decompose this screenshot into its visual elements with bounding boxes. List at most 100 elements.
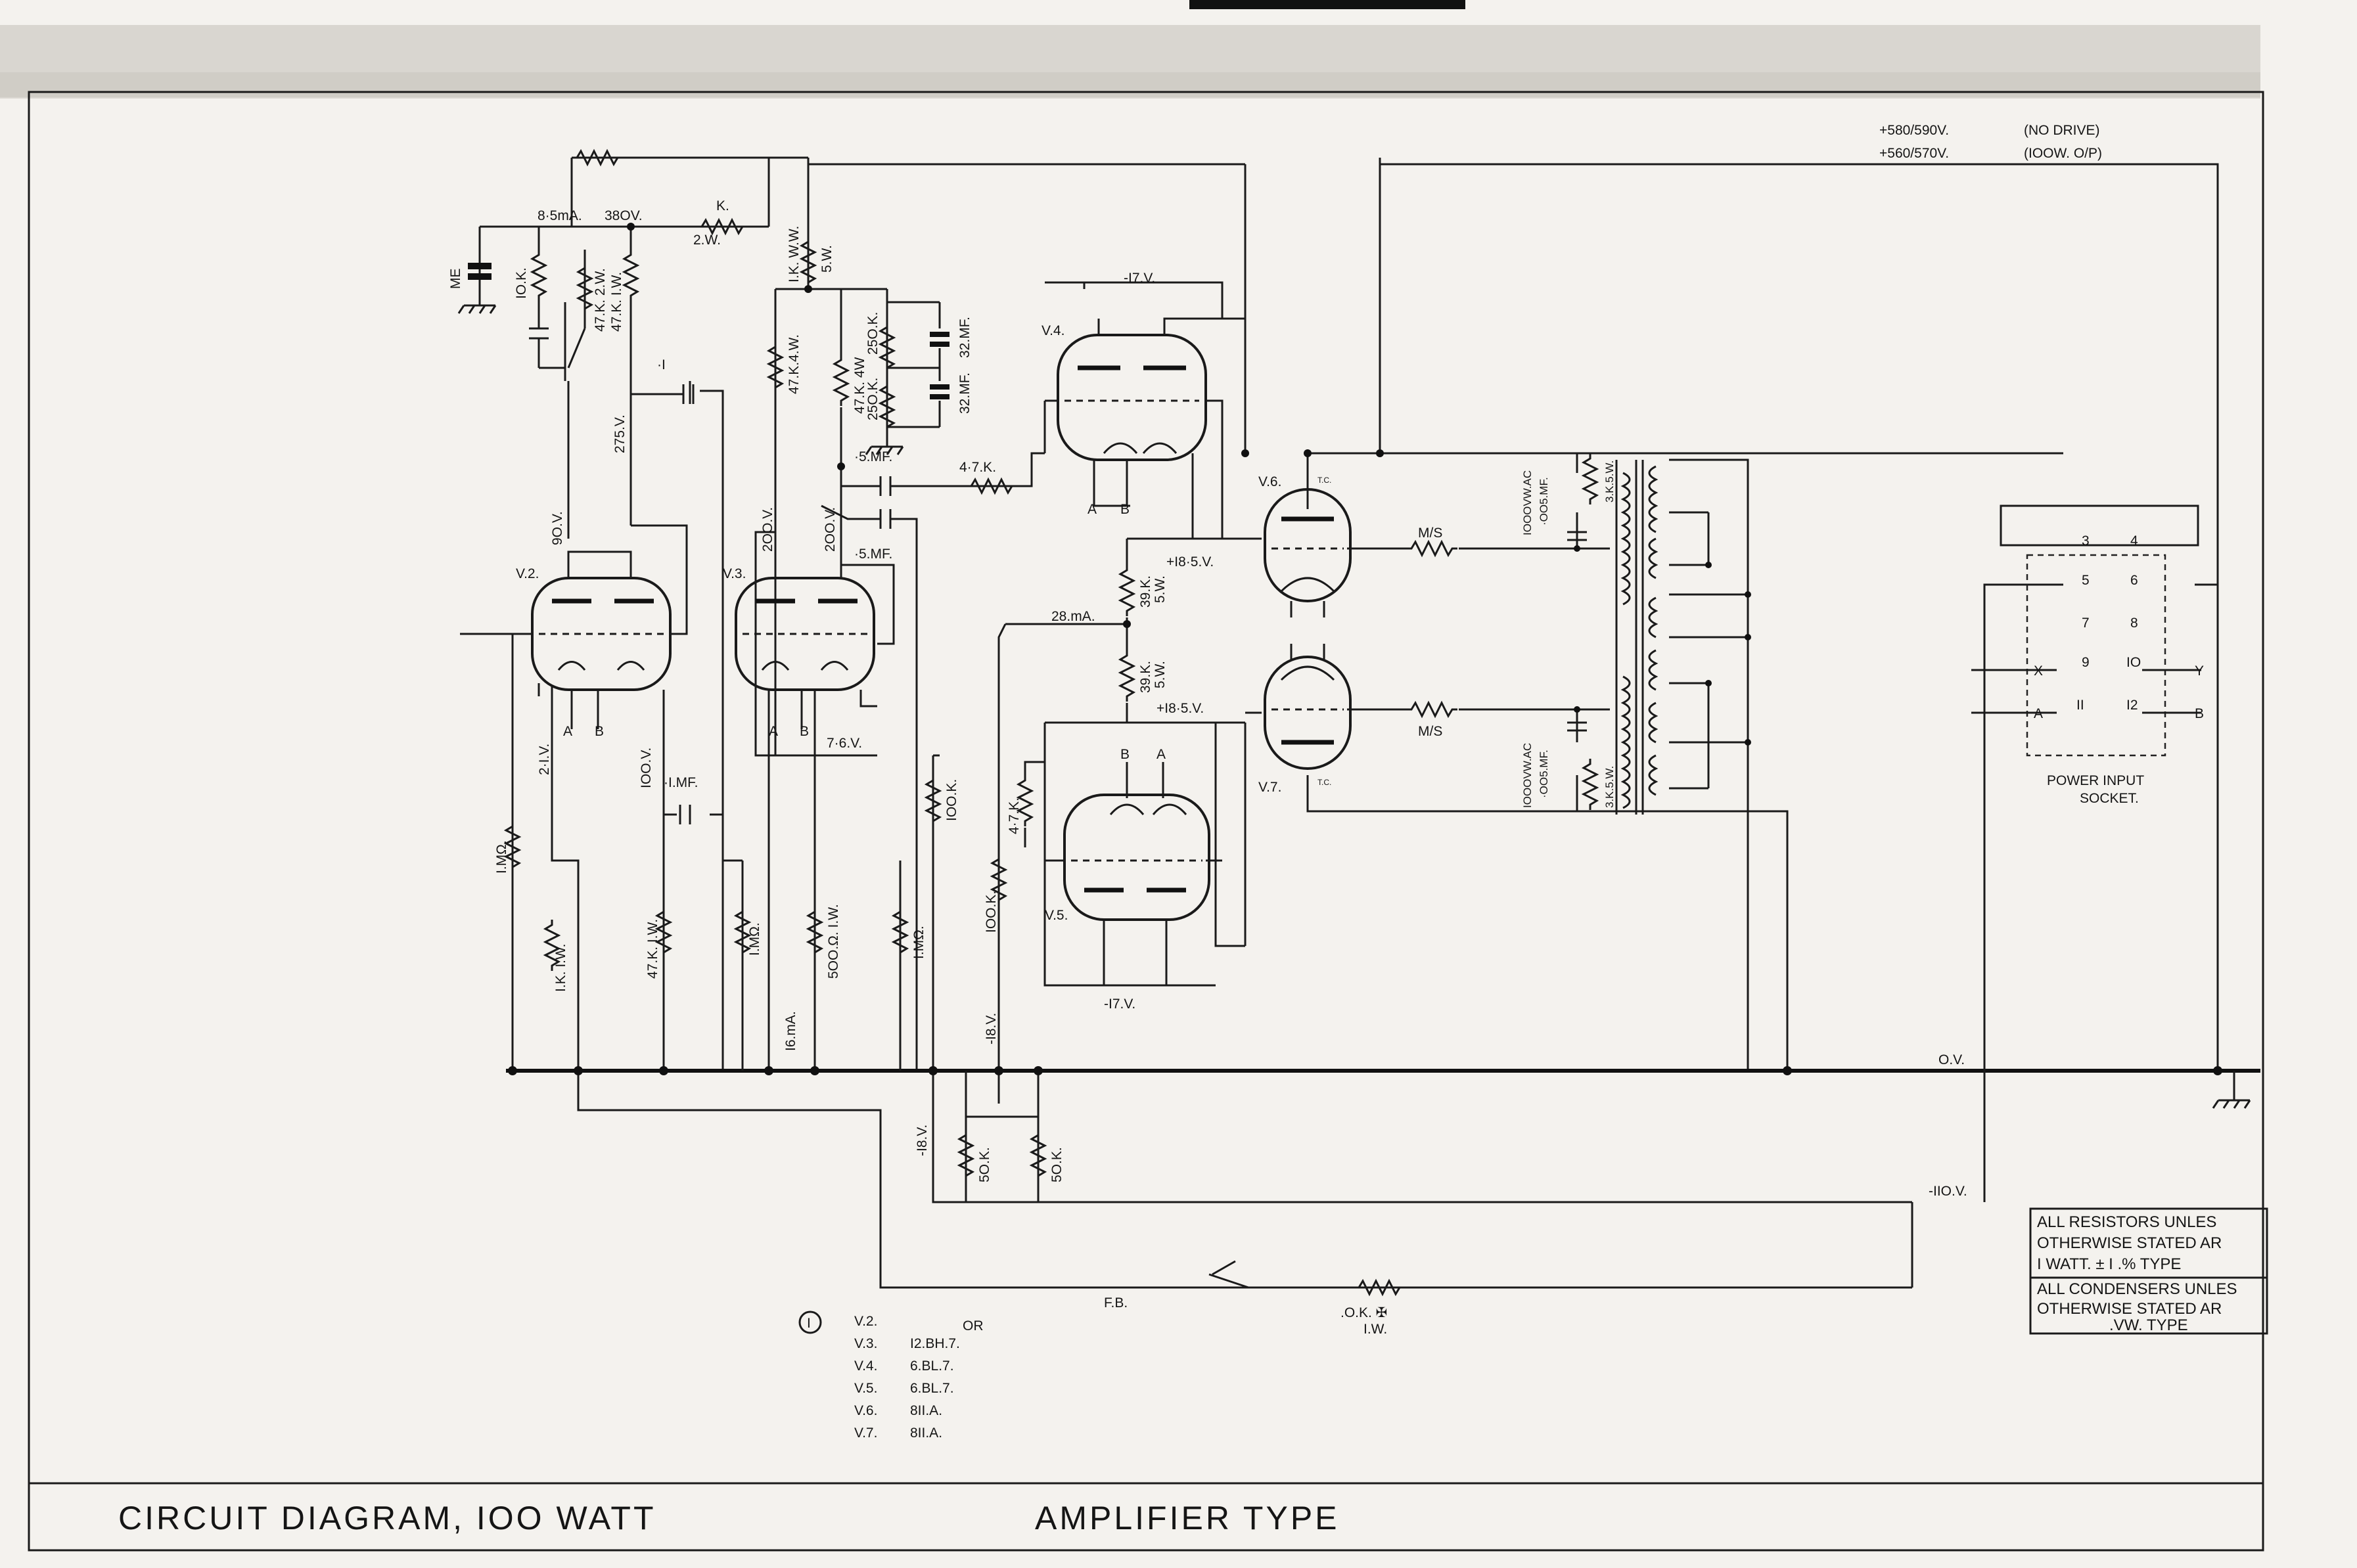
label-v3: V.3. <box>723 566 746 581</box>
label-neg-18-a: -I8.V. <box>984 1013 999 1044</box>
socket-y: Y <box>2195 663 2204 679</box>
capacitors <box>457 263 2251 1109</box>
label-r-250k-a: 25O.K. <box>865 312 881 355</box>
label-r-39k-b-w: 5.W. <box>1153 661 1168 688</box>
label-current-top: 8·5mA. <box>538 208 582 223</box>
label-me: ME <box>448 269 463 290</box>
label-r-50k-b: 5O.K. <box>1049 1147 1064 1182</box>
label-r-47k-4w-b: 47.K. 4W <box>852 357 867 414</box>
label-ms-b: M/S <box>1418 724 1442 739</box>
supply-full-output: +560/570V. <box>1879 146 1949 161</box>
label-k-2w: K. <box>716 198 729 213</box>
socket-pin: 8 <box>2130 616 2138 631</box>
supply-no-drive: +580/590V. <box>1879 123 1949 138</box>
socket-b: B <box>2195 706 2204 721</box>
page-frame <box>28 91 2264 1552</box>
label-r-100k-b: IOO.K. <box>984 891 999 933</box>
label-current-16: I6.mA. <box>783 1011 798 1051</box>
label-cap-1mf: ·I.MF. <box>664 775 698 790</box>
label-k-2w-b: 2.W. <box>693 233 721 248</box>
socket-pin: 7 <box>2082 616 2090 631</box>
socket-pin: 9 <box>2082 655 2090 670</box>
label-c-32mf-b: 32.MF. <box>957 372 973 414</box>
label-neg-17-top: -I7.V. <box>1124 271 1155 286</box>
socket-pin: 6 <box>2130 573 2138 588</box>
valve-row-type: 8II.A. <box>910 1403 942 1418</box>
label-v2-pin-a: A <box>563 724 572 739</box>
tube-v3 <box>735 532 875 729</box>
valve-table-header: OR <box>963 1318 984 1333</box>
supply-full-output-tag: (IOOW. O/P) <box>2024 146 2102 161</box>
label-v7: V.7. <box>1258 780 1281 795</box>
tube-v7 <box>1264 644 1352 770</box>
label-r-50k-a: 5O.K. <box>977 1147 992 1182</box>
valve-row-name: V.6. <box>854 1403 877 1418</box>
label-v3-pin-b: B <box>800 724 809 739</box>
label-neg-18-b: -I8.V. <box>915 1125 930 1156</box>
label-r-1k-ww: I.K. W.W. <box>787 226 802 282</box>
socket-pin: II <box>2076 698 2084 713</box>
label-volt-7-6: 7·6.V. <box>827 736 862 751</box>
valve-table-marker: I <box>807 1316 811 1331</box>
junctions <box>508 223 2222 1075</box>
socket-a: A <box>2034 706 2043 721</box>
label-r-3k-top: 3.K.5.W. <box>1603 460 1616 503</box>
label-c-32mf-a: 32.MF. <box>957 317 973 358</box>
tube-v6 <box>1264 488 1352 617</box>
label-neg-110: -IIO.V. <box>1929 1184 1967 1199</box>
label-r-10k: IO.K. <box>514 267 529 299</box>
label-v6-tc: T.C. <box>1317 476 1331 485</box>
label-r-100k-a: IOO.K. <box>944 779 959 821</box>
label-v5: V.5. <box>1045 908 1068 923</box>
label-r-fb: .O.K. ✠ <box>1340 1305 1387 1320</box>
title-left: CIRCUIT DIAGRAM, IOO WATT <box>118 1500 656 1536</box>
label-r-4-7k-b: 4·7.K. <box>1007 797 1022 834</box>
label-volt-2-1: 2·I.V. <box>537 744 552 775</box>
label-fb: F.B. <box>1104 1295 1128 1310</box>
valve-row-type: 8II.A. <box>910 1425 942 1441</box>
socket-labels: 3 4 5 6 7 8 9 IO II I2 X Y A B POWER INP… <box>2034 533 2204 806</box>
supply-no-drive-tag: (NO DRIVE) <box>2024 123 2100 138</box>
note-condensers-line: OTHERWISE STATED AR <box>2037 1300 2222 1318</box>
valve-row-name: V.2. <box>854 1314 877 1329</box>
label-v4-pin-b: B <box>1120 502 1130 517</box>
label-r-47k-2w: 47.K. 2.W. <box>593 268 608 332</box>
label-r-500: 5OO.Ω. I.W. <box>826 904 841 979</box>
label-volt-200-a: 2OO.V. <box>760 507 775 552</box>
label-cap-1: ·I <box>657 357 666 372</box>
label-r-fb-w: I.W. <box>1363 1322 1387 1337</box>
title-right: AMPLIFIER TYPE <box>1035 1500 1340 1536</box>
label-v2: V.2. <box>516 566 539 581</box>
tube-v5 <box>1063 762 1210 985</box>
label-volt-380: 38OV. <box>605 208 643 223</box>
note-resistors-line: ALL RESISTORS UNLES <box>2037 1213 2216 1231</box>
label-r-3k-bot: 3.K.5.W. <box>1603 766 1616 808</box>
socket-pin: 5 <box>2082 573 2090 588</box>
valve-row-type: I2.BH.7. <box>910 1336 960 1351</box>
note-condensers-line: .VW. TYPE <box>2109 1316 2188 1334</box>
label-current-28: 28.mA. <box>1051 609 1095 624</box>
label-v6: V.6. <box>1258 474 1281 489</box>
valve-row-name: V.4. <box>854 1358 877 1374</box>
label-r-1k-5w: 5.W. <box>819 245 835 273</box>
label-r-1mohm-a: I.MΩ. <box>494 840 509 874</box>
label-pos-18-b: +I8·5.V. <box>1156 701 1204 716</box>
label-c-bot: IOOOVW.AC <box>1521 743 1534 808</box>
label-r-39k-a-w: 5.W. <box>1153 575 1168 603</box>
socket-pin: 3 <box>2082 533 2090 549</box>
label-v3-pin-a: A <box>769 724 778 739</box>
label-r-39k-b: 39.K. <box>1138 661 1153 693</box>
label-c-top: IOOOVW.AC <box>1521 470 1534 535</box>
label-volt-200-b: 2OO.V. <box>823 507 838 552</box>
label-volt-100: IOO.V. <box>639 748 654 788</box>
tube-v2 <box>531 550 672 729</box>
note-condensers-line: ALL CONDENSERS UNLES <box>2037 1280 2237 1298</box>
socket-pin: 4 <box>2130 533 2138 549</box>
socket-pin: IO <box>2126 655 2141 670</box>
valve-table: I OR V.2. V.3. I2.BH.7. V.4. 6.BL.7. V.5… <box>798 1310 984 1441</box>
valve-row-type: 6.BL.7. <box>910 1381 954 1396</box>
note-resistors-line: OTHERWISE STATED AR <box>2037 1234 2222 1252</box>
label-r-39k-a: 39.K. <box>1138 575 1153 608</box>
label-r-47k-4w-a: 47.K.4.W. <box>787 334 802 394</box>
